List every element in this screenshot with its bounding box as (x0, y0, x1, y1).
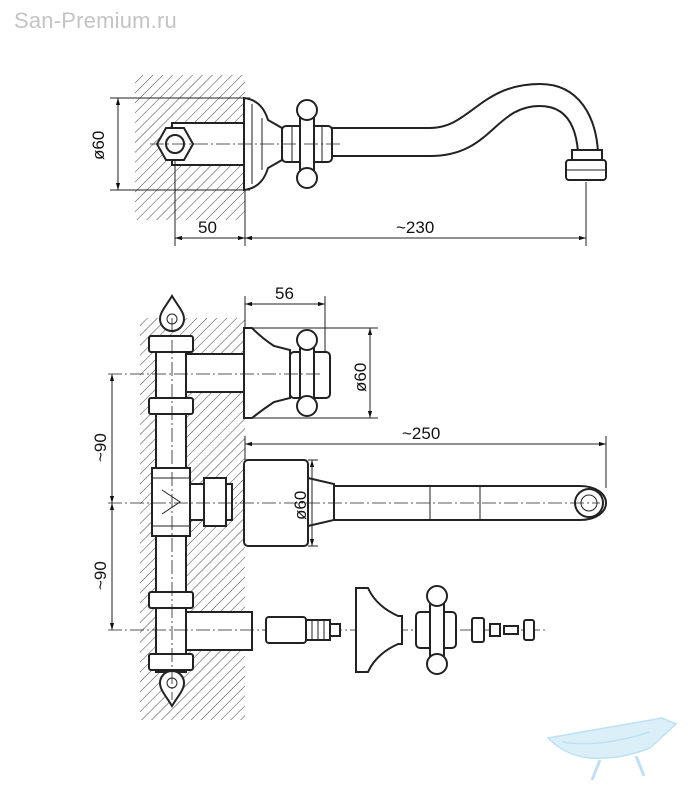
handle-knob-exploded-b (426, 653, 448, 675)
top-diameter-label: ø60 (89, 131, 108, 160)
branch-lower (185, 611, 253, 651)
top-spout-length-label: ~230 (396, 218, 434, 237)
handle-knob-upper-a (296, 329, 318, 351)
watermark-text: San-Premium.ru (14, 8, 177, 33)
handle-knob-upper (296, 99, 318, 121)
cartridge-spindle (329, 623, 341, 637)
handle-width-label: 56 (275, 284, 294, 303)
handle-diameter-label: ø60 (351, 363, 370, 392)
fitting-lower-top (148, 591, 194, 609)
front-spout-length-label: ~250 (402, 424, 440, 443)
handle-knob-lower (296, 167, 318, 189)
fitting-upper-top (148, 335, 194, 353)
spout-coupling-nut (203, 477, 227, 527)
escutcheon-exploded (355, 587, 403, 673)
spout-top (331, 82, 600, 157)
handle-bar-exploded (429, 597, 445, 661)
top-view: ø60 50 ~230 (89, 75, 607, 246)
fitting-lower-bottom (148, 653, 194, 671)
escutcheon-upper (243, 327, 291, 419)
wall-offset-label: 50 (198, 218, 217, 237)
screw (503, 625, 519, 635)
cap-index (523, 619, 535, 641)
washer-b (489, 623, 501, 637)
fitting-upper-bottom (148, 397, 194, 415)
bathtub-logo (546, 717, 678, 781)
handle-knob-upper-b (296, 395, 318, 417)
handle-knob-exploded-a (426, 585, 448, 607)
tee-middle (151, 467, 191, 537)
front-view: 56 ø60 ~250 ø60 ~90 ~90 (91, 284, 608, 720)
aerator-upper (571, 149, 603, 161)
lower-spacing-label: ~90 (91, 561, 110, 590)
washer-a (471, 617, 485, 643)
cartridge-body (265, 616, 307, 644)
upper-spacing-label: ~90 (91, 433, 110, 462)
spout-diameter-label: ø60 (291, 491, 310, 520)
branch-upper (185, 353, 245, 393)
